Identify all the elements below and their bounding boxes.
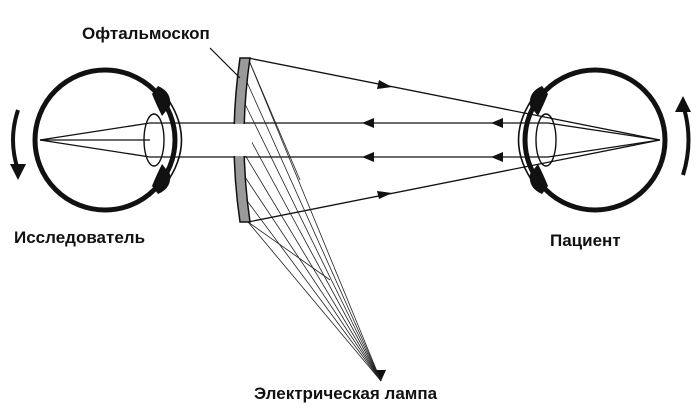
patient-ray-lower — [547, 139, 661, 158]
direction-arrows — [362, 80, 503, 199]
ophthalmoscope-label: Офтальмоскоп — [82, 24, 210, 43]
examiner-label: Исследователь — [14, 228, 146, 247]
arrow-return-lower-2 — [491, 152, 503, 162]
patient-label: Пациент — [550, 231, 621, 250]
arrow-return-upper-1 — [362, 118, 374, 128]
examiner-iris-bottom — [152, 164, 171, 194]
examiner-iris-top — [152, 86, 171, 116]
examiner-lens — [143, 113, 165, 167]
patient-ray-upper — [547, 122, 661, 141]
examiner-rotation-arrowhead — [10, 164, 26, 180]
examiner-cornea — [164, 94, 183, 186]
beam-mirror-bottom-to-patient — [247, 139, 661, 223]
patient-eye — [517, 67, 691, 213]
lamp-point — [376, 370, 386, 381]
examiner-eyeball — [32, 67, 178, 213]
arrow-upper-beam — [377, 80, 392, 89]
examiner-eye — [10, 67, 183, 213]
lamp-rays — [241, 57, 382, 382]
patient-lens — [535, 113, 557, 167]
patient-rotation-arrowhead — [675, 96, 691, 112]
arrow-return-upper-2 — [491, 118, 503, 128]
mirror — [209, 47, 252, 223]
mirror-aperture — [230, 124, 252, 156]
examiner-ray-lower — [39, 139, 151, 158]
patient-cornea — [517, 94, 536, 186]
patient-rotation-arrow — [681, 104, 691, 176]
arrow-return-lower-1 — [362, 152, 374, 162]
examiner-rotation-arrow — [11, 109, 20, 171]
patient-iris-bottom — [529, 164, 548, 194]
patient-iris-top — [529, 86, 548, 116]
mirror-pointer — [209, 47, 241, 79]
lamp-label: Электрическая лампа — [254, 384, 438, 403]
beam-mirror-top-to-patient — [247, 57, 661, 141]
arrow-lower-beam — [377, 191, 392, 199]
examiner-ray-upper — [39, 122, 151, 141]
patient-eyeball — [522, 67, 668, 213]
light-beams — [39, 57, 661, 223]
